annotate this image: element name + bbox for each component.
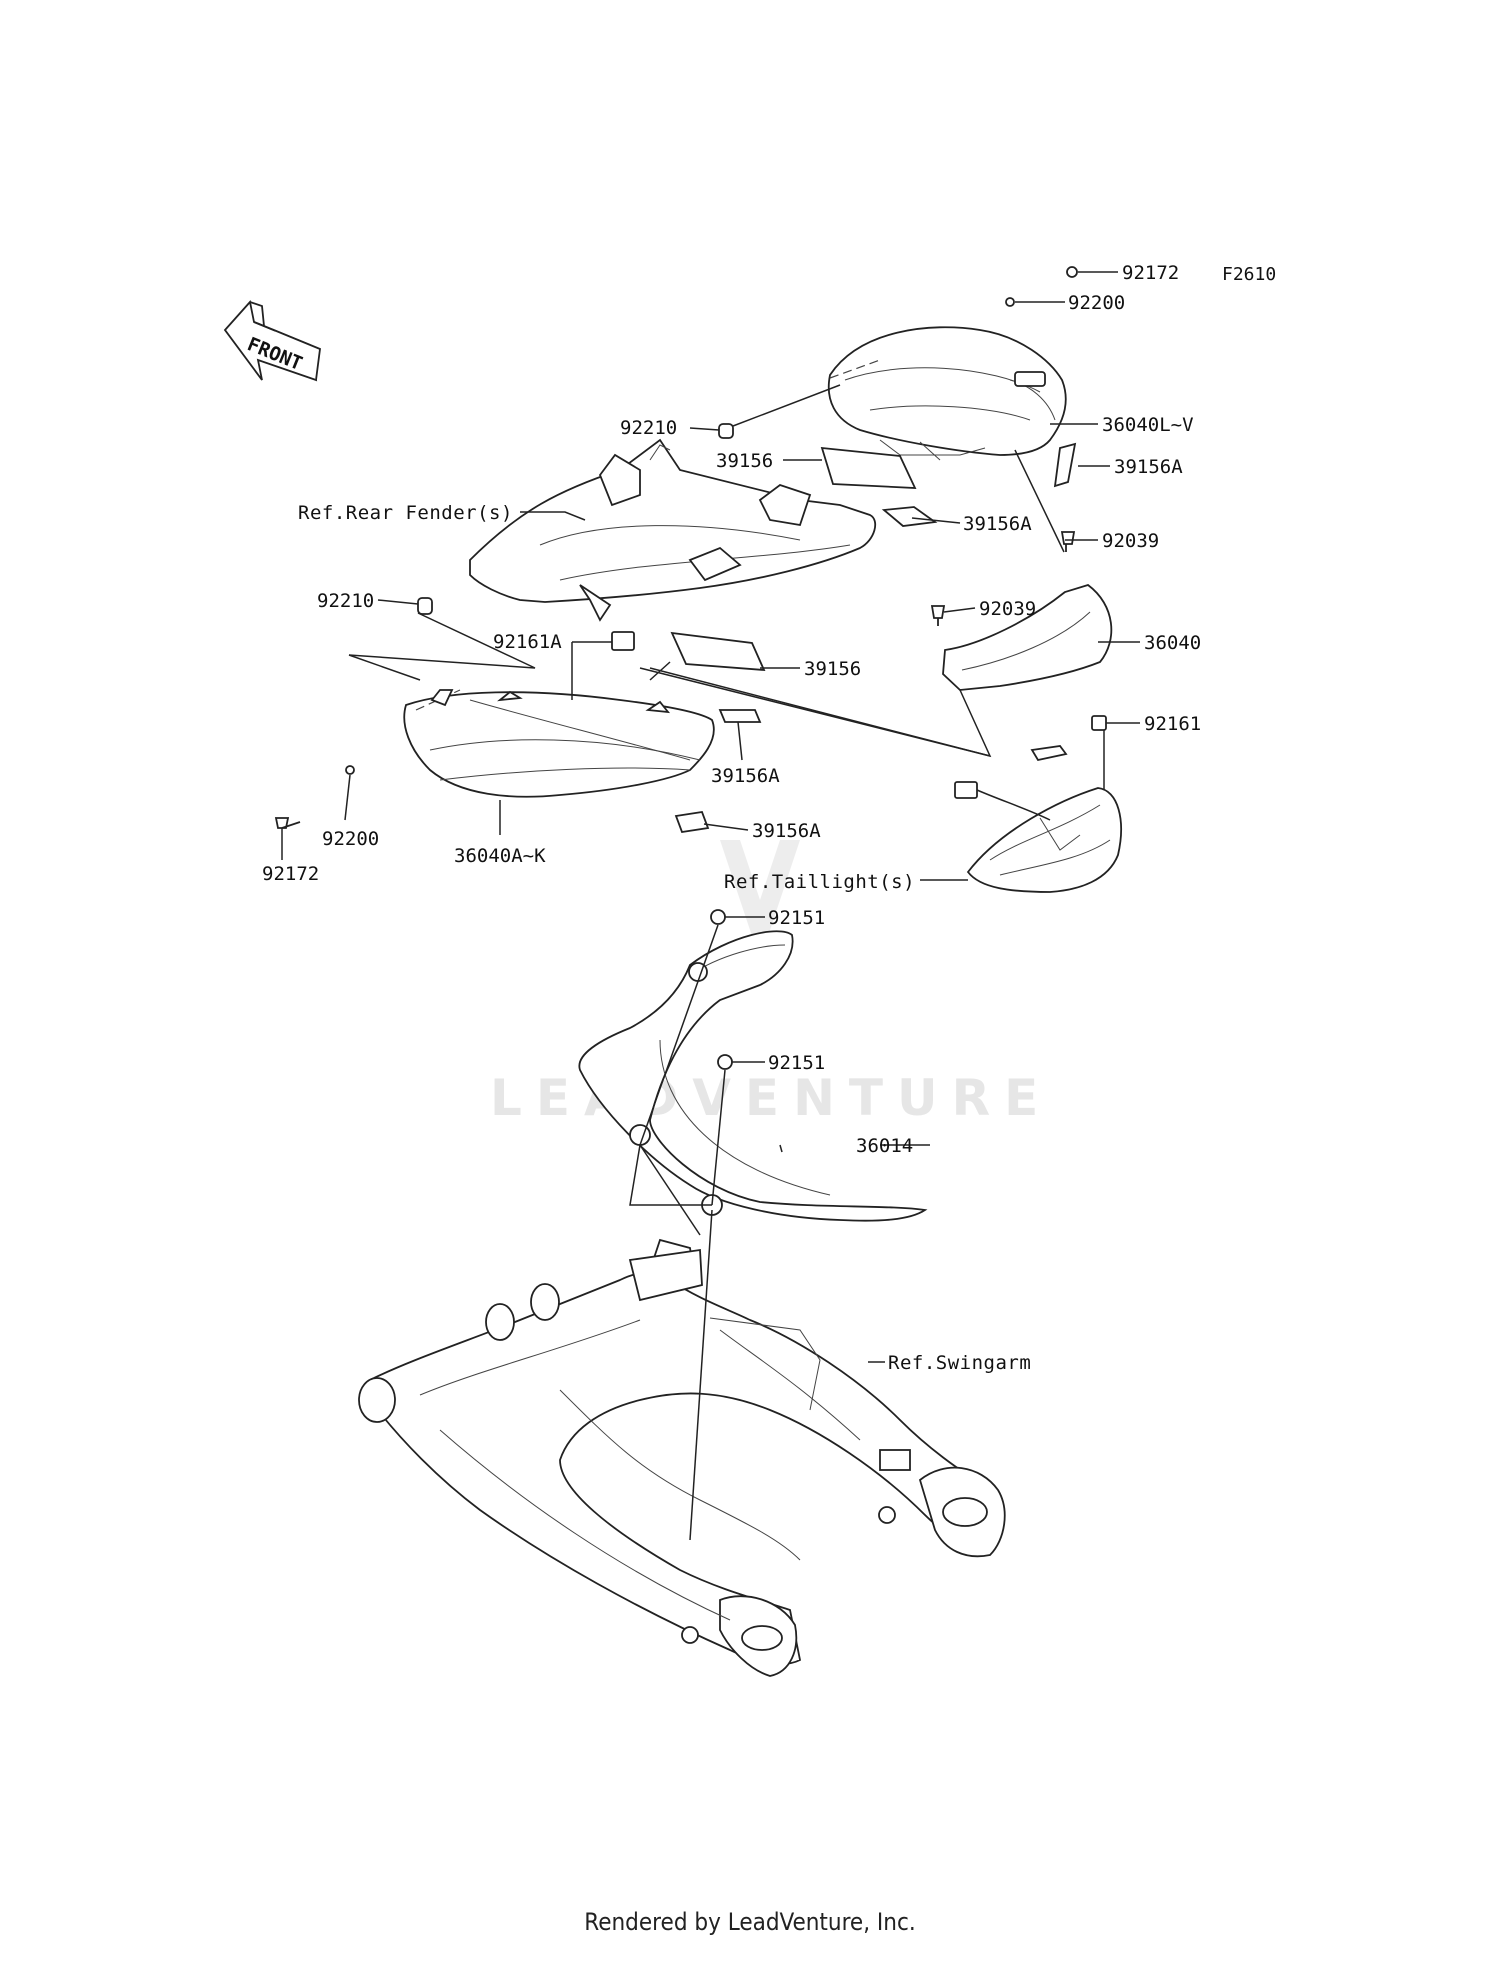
foam-pad-39156-top xyxy=(820,446,917,489)
label-39156A-mid: 39156A xyxy=(963,513,1032,535)
footer-credit: Rendered by LeadVenture, Inc. xyxy=(584,1908,916,1936)
watermark-text: LEADVENTURE xyxy=(490,1069,1052,1127)
rear-fender xyxy=(469,438,877,622)
label-92161: 92161 xyxy=(1144,713,1201,735)
label-39156A-right: 39156A xyxy=(1114,456,1183,478)
fastener-92200-top xyxy=(1005,297,1015,307)
foam-pad-39156-mid xyxy=(670,631,766,672)
label-92151-mid: 92151 xyxy=(768,1052,825,1074)
bolt-92151-mid xyxy=(717,1054,733,1070)
washer-92200-left xyxy=(345,765,355,775)
seat-cowl-upper xyxy=(827,326,1067,461)
screw-92172-left xyxy=(274,817,301,829)
label-92172-left: 92172 xyxy=(262,863,319,885)
label-39156-top: 39156 xyxy=(716,450,773,472)
foam-pad-39156A-lower xyxy=(718,709,762,723)
taillight xyxy=(954,781,1122,893)
label-39156-mid: 39156 xyxy=(804,658,861,680)
fastener-92172-top xyxy=(1066,266,1078,278)
label-39156A-bottom: 39156A xyxy=(752,820,821,842)
collar-92210-top xyxy=(718,423,734,439)
label-92200-top: 92200 xyxy=(1068,292,1125,314)
label-92161A: 92161A xyxy=(493,631,562,653)
label-36040LV: 36040L~V xyxy=(1102,414,1194,436)
foam-pad-39156A-right xyxy=(1053,442,1077,488)
label-ref-taillight: Ref.Taillight(s) xyxy=(724,871,915,893)
watermark: LEADVENTURE xyxy=(490,840,1052,1127)
label-92151-top: 92151 xyxy=(768,907,825,929)
foam-pad-39156A-mid xyxy=(881,506,938,527)
label-92210-left: 92210 xyxy=(317,590,374,612)
label-92210-top: 92210 xyxy=(620,417,677,439)
label-92200-left: 92200 xyxy=(322,828,379,850)
label-92172-top: 92172 xyxy=(1122,262,1179,284)
side-cover-36040AK xyxy=(403,689,715,798)
label-36014: 36014 xyxy=(856,1135,913,1157)
clip-92039-mid xyxy=(930,605,946,626)
label-36040: 36040 xyxy=(1144,632,1201,654)
swingarm xyxy=(358,1238,1006,1677)
clip-92039-top xyxy=(1060,531,1076,552)
label-36040AK: 36040A~K xyxy=(454,845,546,867)
label-92039-top: 92039 xyxy=(1102,530,1159,552)
front-arrow-icon: FRONT xyxy=(223,300,321,382)
pad-92161 xyxy=(1030,715,1107,762)
side-cover-36040 xyxy=(942,584,1113,691)
bolt-92151-top xyxy=(710,909,726,925)
label-92039-mid: 92039 xyxy=(979,598,1036,620)
label-39156A-lower: 39156A xyxy=(711,765,780,787)
label-ref-rear-fender: Ref.Rear Fender(s) xyxy=(298,502,513,524)
collar-92210-left xyxy=(417,597,433,615)
pad-92161A xyxy=(611,631,635,651)
leader-lines xyxy=(281,271,1140,1541)
label-ref-swingarm: Ref.Swingarm xyxy=(888,1352,1031,1374)
foam-pad-39156A-bottom xyxy=(674,810,710,834)
diagram-code: F2610 xyxy=(1222,264,1276,285)
